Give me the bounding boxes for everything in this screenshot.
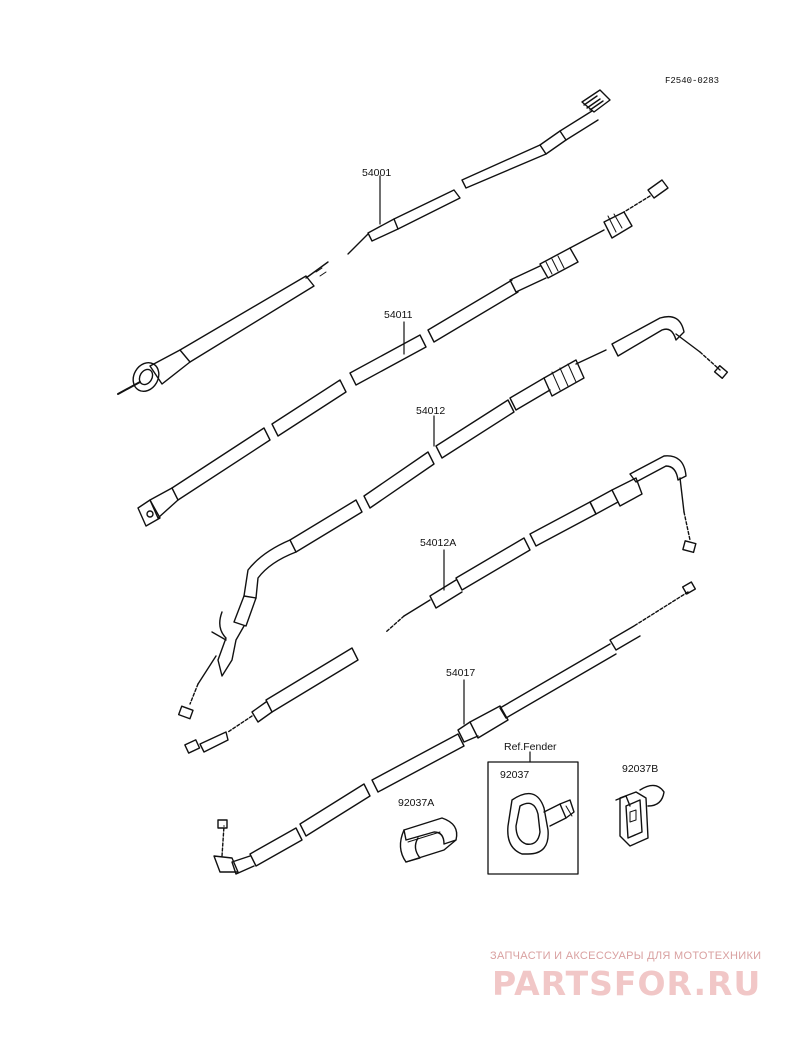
clip-92037B[interactable]: [615, 784, 665, 847]
diagram-code: F2540-0283: [665, 76, 719, 86]
part-label-54001: 54001: [362, 167, 391, 179]
cable-54001[interactable]: [117, 89, 611, 396]
ref-fender-box: [487, 751, 579, 875]
part-label-54017: 54017: [446, 667, 475, 679]
watermark-logo: PARTSFOR.RU: [492, 964, 762, 1003]
part-label-54011: 54011: [384, 309, 413, 321]
clamp-92037A[interactable]: [399, 817, 458, 863]
cable-54011[interactable]: [137, 179, 669, 527]
watermark-tagline: ЗАПЧАСТИ И АКСЕССУАРЫ ДЛЯ МОТОТЕХНИКИ: [490, 950, 762, 962]
ref-fender-label: Ref.Fender: [504, 741, 557, 753]
part-label-92037: 92037: [500, 769, 529, 781]
clip-92037[interactable]: [507, 792, 575, 855]
part-label-92037B: 92037B: [622, 763, 658, 775]
part-label-54012: 54012: [416, 405, 445, 417]
cable-54012[interactable]: [177, 315, 729, 720]
part-label-54012A: 54012A: [420, 537, 456, 549]
part-label-92037A: 92037A: [398, 797, 434, 809]
cable-54017[interactable]: [213, 581, 697, 875]
cable-54012A[interactable]: [184, 455, 697, 754]
